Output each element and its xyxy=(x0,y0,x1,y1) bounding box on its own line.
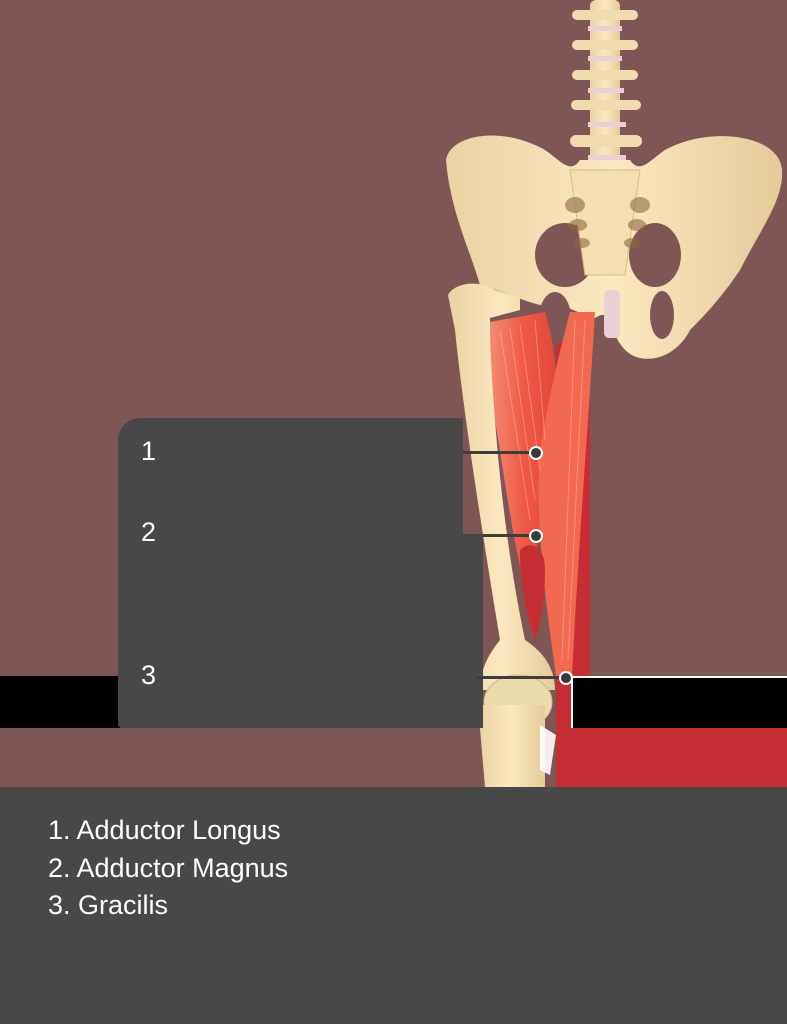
adductor-magnus xyxy=(520,545,545,640)
muscle-extension-region xyxy=(556,728,787,787)
marker-number-2: 2 xyxy=(141,517,157,547)
legend-item-2: 2. Adductor Magnus xyxy=(48,852,289,883)
marker-number-3: 3 xyxy=(141,660,157,690)
pubic-symphysis xyxy=(604,290,620,338)
lumbar-spine xyxy=(570,0,642,161)
marker-dot-1[interactable] xyxy=(529,446,543,460)
legend-item-1: 1. Adductor Longus xyxy=(48,815,281,845)
marker-dot-3[interactable] xyxy=(559,671,573,685)
legend-item-3: 3. Gracilis xyxy=(48,890,169,920)
anatomy-illustration xyxy=(446,0,783,787)
legend-list: 1. Adductor Longus 2. Adductor Magnus 3.… xyxy=(48,812,288,925)
pelvis xyxy=(446,135,783,359)
adductor-muscles xyxy=(490,312,595,676)
leader-line-3 xyxy=(477,676,563,679)
tibia xyxy=(478,705,545,787)
leader-line-2 xyxy=(483,534,533,537)
leader-line-1 xyxy=(463,451,533,454)
marker-panel xyxy=(118,418,463,728)
occlusion-bar-left xyxy=(0,676,120,728)
occlusion-bar-right xyxy=(571,676,787,728)
marker-dot-2[interactable] xyxy=(529,529,543,543)
marker-panel-extension xyxy=(463,534,483,728)
femur xyxy=(448,283,556,787)
legend-panel xyxy=(0,787,787,1024)
marker-number-1: 1 xyxy=(141,436,157,466)
